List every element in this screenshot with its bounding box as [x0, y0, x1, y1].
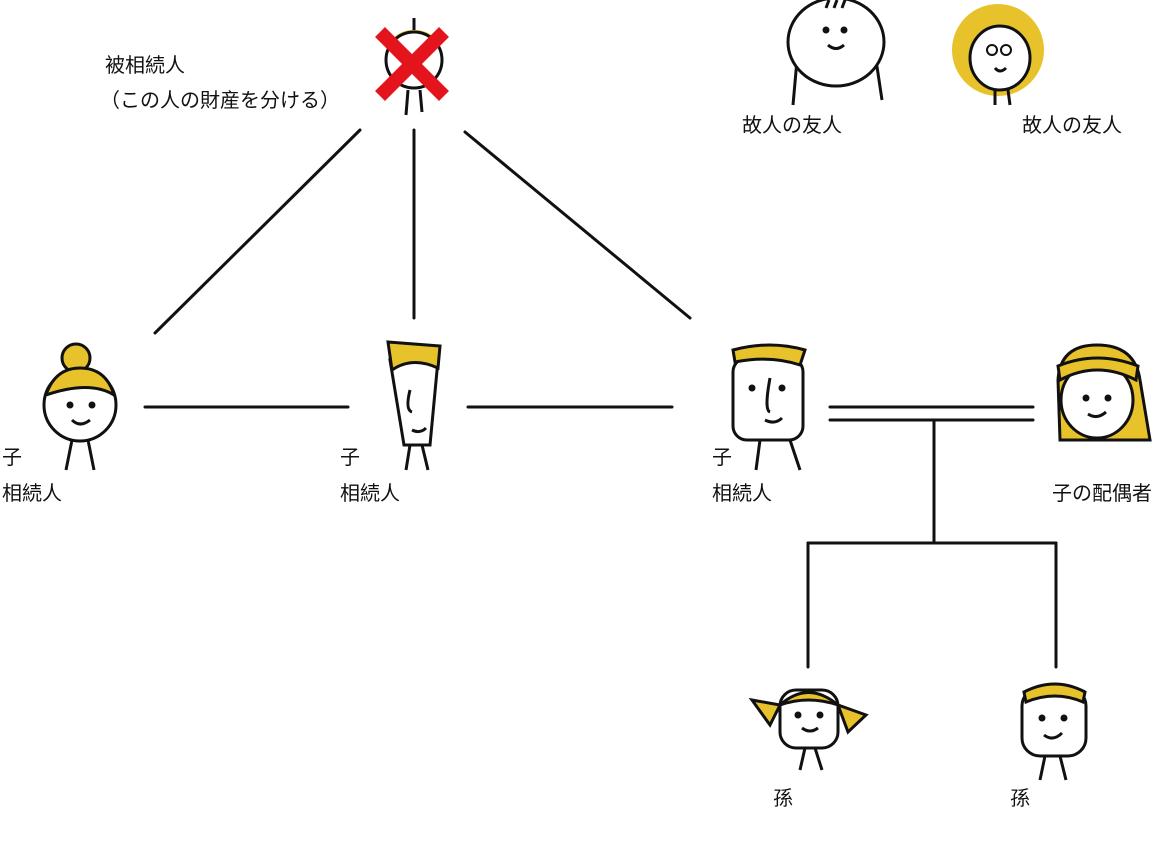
- deceased-note-label: （この人の財産を分ける）: [100, 88, 340, 112]
- grandchild2-person-icon: [1020, 682, 1088, 781]
- relationship-lines: [143, 128, 1058, 669]
- cross-mark-icon: [375, 27, 449, 101]
- child1-role-label: 相続人: [2, 481, 62, 505]
- child1-person-icon: [42, 342, 118, 471]
- spouse-person-icon: [1056, 343, 1152, 442]
- grandchild2-label: 孫: [1010, 786, 1030, 810]
- deceased-person-icon: [375, 18, 449, 116]
- deceased-title-label: 被相続人: [105, 53, 185, 77]
- child3-relation-label: 子: [712, 445, 732, 469]
- friend2-person-icon: [952, 4, 1044, 106]
- child2-relation-label: 子: [340, 445, 360, 469]
- spouse-label: 子の配偶者: [1052, 481, 1152, 505]
- line-deceased-child1: [153, 128, 362, 335]
- grandchild1-person-icon: [748, 688, 869, 771]
- child1-relation-label: 子: [2, 445, 22, 469]
- child2-role-label: 相続人: [340, 481, 400, 505]
- child2-person-icon: [386, 340, 442, 471]
- child3-person-icon: [731, 343, 807, 471]
- line-deceased-child3: [463, 130, 692, 320]
- child3-role-label: 相続人: [712, 481, 772, 505]
- friend1-person-icon: [786, 0, 886, 106]
- friend1-label: 故人の友人: [742, 113, 842, 137]
- grandchild1-label: 孫: [773, 786, 793, 810]
- friend2-label: 故人の友人: [1022, 113, 1122, 137]
